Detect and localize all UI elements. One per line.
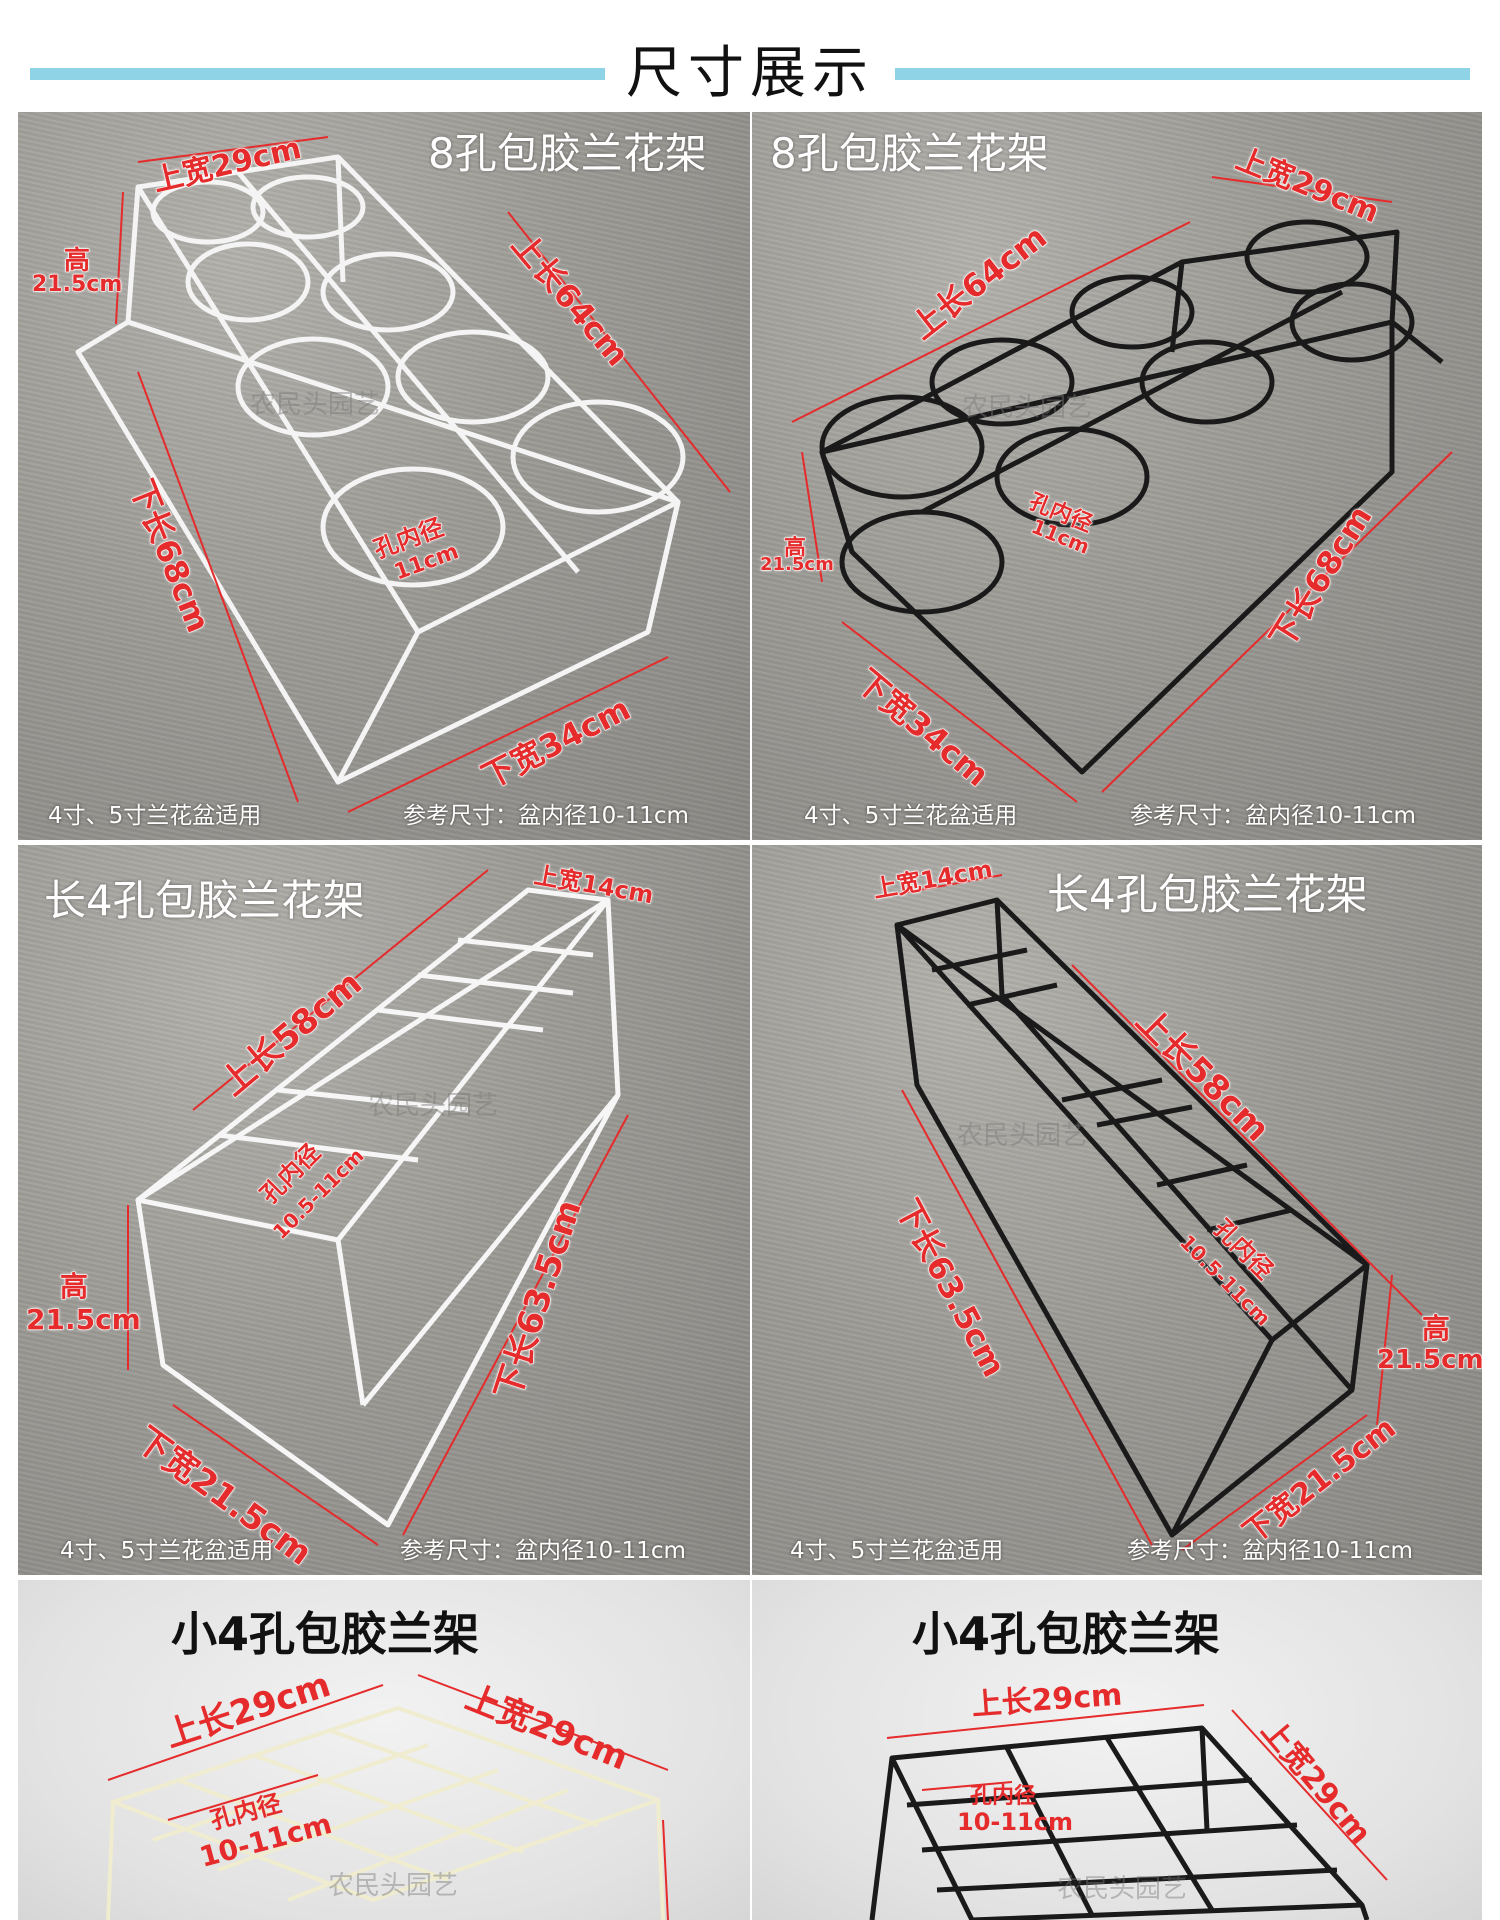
- height-value-label: 21.5cm: [26, 1303, 142, 1337]
- product-panel-8hole-black: 8孔包胶兰花架 上宽29cm 上长64cm 高 21.5cm 下长68cm 下宽…: [752, 112, 1482, 840]
- white-8hole-rack-illustration: [75, 136, 731, 813]
- height-value-label: 21.5cm: [760, 554, 835, 576]
- height-label: 高: [63, 246, 91, 277]
- section-title: 尺寸展示: [626, 41, 874, 106]
- height-label: 高: [783, 536, 807, 562]
- height-value-label: 21.5cm: [1377, 1345, 1482, 1376]
- product-panel-small4-black: 小4孔包胶兰架 上长29cm 上宽29cm 孔内径 10-11cm 农民头园艺: [752, 1580, 1482, 1920]
- panel-title: 小4孔包胶兰架: [171, 1607, 480, 1661]
- panel-title: 8孔包胶兰花架: [428, 129, 707, 178]
- reference-size-note: 参考尺寸：盆内径10-11cm: [403, 803, 689, 829]
- header-divider-right: [895, 68, 1470, 80]
- height-label: 高: [1421, 1312, 1451, 1346]
- black-small4-rack-illustration: [869, 1704, 1388, 1920]
- watermark: 农民头园艺: [250, 390, 381, 420]
- white-small4-rack-illustration: [106, 1674, 669, 1920]
- panel-title: 8孔包胶兰花架: [770, 129, 1049, 178]
- panel-title: 小4孔包胶兰架: [912, 1607, 1221, 1661]
- watermark: 农民头园艺: [368, 1091, 499, 1121]
- panel-title: 长4孔包胶兰花架: [1047, 870, 1368, 919]
- pot-size-note: 4寸、5寸兰花盆适用: [60, 1538, 274, 1564]
- height-value-label: 21.5cm: [31, 272, 123, 298]
- product-panel-8hole-white: 8孔包胶兰花架 上宽29cm 上长64cm 高 21.5cm 下长68cm 下宽…: [18, 112, 750, 840]
- panel-title: 长4孔包胶兰花架: [44, 876, 365, 925]
- watermark: 农民头园艺: [1057, 1874, 1188, 1904]
- product-panel-long4-black: 长4孔包胶兰花架 上宽14cm 上长58cm 高 21.5cm 下长63.5cm…: [752, 845, 1482, 1575]
- product-panel-long4-white: 长4孔包胶兰花架 上宽14cm 上长58cm 高 21.5cm 下长63.5cm…: [18, 845, 750, 1575]
- product-panel-small4-white: 小4孔包胶兰架 上长29cm 上宽29cm 孔内径 10-11cm 农民头园艺: [18, 1580, 750, 1920]
- section-header: 尺寸展示: [0, 0, 1500, 110]
- pot-size-note: 4寸、5寸兰花盆适用: [790, 1538, 1004, 1564]
- watermark: 农民头园艺: [957, 1121, 1088, 1151]
- watermark: 农民头园艺: [328, 1871, 459, 1901]
- hole-diameter-value: 10-11cm: [957, 1808, 1073, 1836]
- pot-size-note: 4寸、5寸兰花盆适用: [48, 803, 262, 829]
- watermark: 农民头园艺: [962, 393, 1093, 423]
- height-label: 高: [59, 1270, 89, 1304]
- hole-diameter-label: 孔内径: [970, 1784, 1037, 1809]
- header-divider-left: [30, 68, 605, 80]
- black-8hole-rack-illustration: [791, 176, 1453, 803]
- white-long4-rack-illustration: [127, 869, 629, 1546]
- pot-size-note: 4寸、5寸兰花盆适用: [804, 803, 1018, 829]
- reference-size-note: 参考尺寸：盆内径10-11cm: [1127, 1538, 1413, 1564]
- black-long4-rack-illustration: [891, 874, 1423, 1551]
- reference-size-note: 参考尺寸：盆内径10-11cm: [1130, 803, 1416, 829]
- reference-size-note: 参考尺寸：盆内径10-11cm: [400, 1538, 686, 1564]
